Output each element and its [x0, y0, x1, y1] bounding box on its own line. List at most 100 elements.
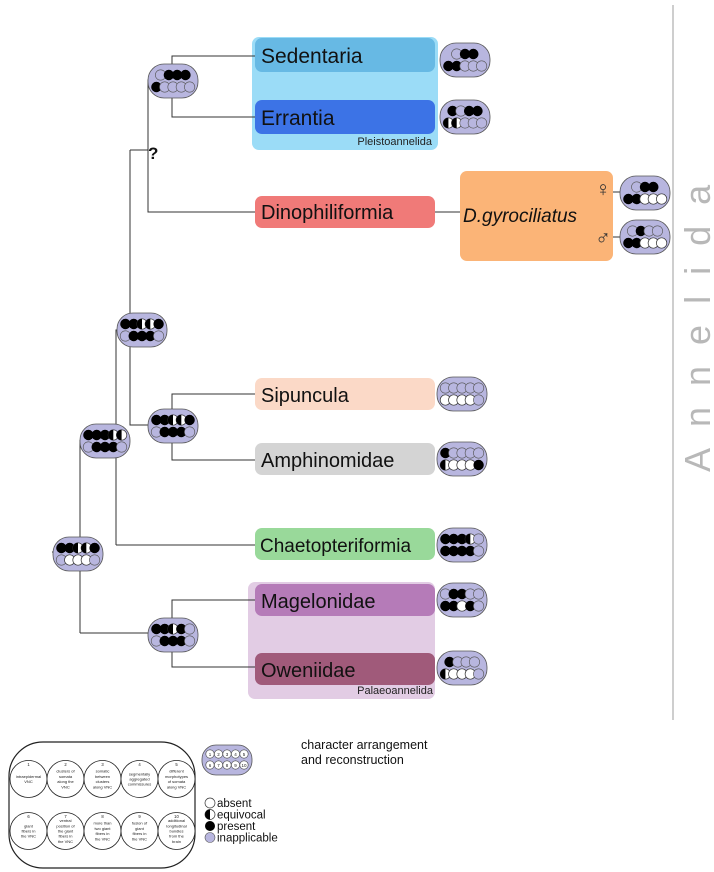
badge-node-sip-amph	[147, 408, 199, 444]
badge-male	[619, 219, 671, 255]
state-dot	[473, 447, 485, 459]
key-number: 2	[217, 752, 220, 757]
state-dot	[656, 237, 668, 249]
legend-absent: absent	[217, 798, 252, 810]
taxon-amphinomidae: Amphinomidae	[255, 443, 435, 475]
species-box	[460, 171, 613, 261]
state-dot	[476, 117, 488, 129]
state-dot	[167, 426, 179, 438]
badge-female	[619, 175, 671, 211]
state-dot	[151, 623, 162, 635]
svg-text:9: 9	[138, 814, 141, 819]
state-dot	[99, 441, 111, 453]
state-dot	[451, 117, 463, 129]
state-dot	[91, 441, 102, 453]
state-dot	[448, 600, 459, 612]
svg-text:1: 1	[27, 762, 30, 767]
state-dot	[89, 554, 101, 566]
svg-text:Sipuncula: Sipuncula	[261, 385, 350, 407]
state-dot	[136, 330, 148, 342]
badge-sipuncula	[436, 376, 488, 412]
taxon-oweniidae: Oweniidae	[255, 653, 435, 685]
state-dot	[463, 105, 475, 117]
taxon-sipuncula: Sipuncula	[255, 378, 435, 410]
state-dot	[639, 181, 651, 193]
state-dot	[145, 330, 156, 342]
state-dot	[648, 181, 659, 193]
svg-text:Magelonidae: Magelonidae	[261, 591, 376, 613]
state-dot	[443, 60, 454, 72]
state-dot	[465, 545, 476, 557]
state-dot	[180, 69, 191, 81]
state-dot	[473, 394, 485, 406]
state-dot	[623, 193, 634, 205]
badge-magelonidae	[436, 582, 488, 618]
key-number: 1	[209, 752, 212, 757]
state-dot	[56, 542, 67, 554]
legend-inapplicable: inapplicable	[217, 833, 278, 845]
svg-text:4: 4	[138, 762, 141, 767]
key-number: 9	[234, 763, 237, 768]
key-number: 5	[243, 752, 246, 757]
state-dot	[159, 414, 170, 426]
state-dot	[635, 225, 647, 237]
badge-sedentaria	[439, 42, 491, 78]
state-dot	[451, 60, 462, 72]
state-dot	[128, 318, 139, 330]
state-dot	[89, 542, 100, 554]
key-number: 4	[234, 752, 237, 757]
state-dot	[171, 69, 183, 81]
palaeoannelida-label: Palaeoannelida	[357, 685, 434, 697]
legend-dot-inapplicable	[204, 832, 216, 843]
state-dot	[153, 318, 164, 330]
legend-title-line-2: and reconstruction	[301, 753, 404, 767]
state-dot	[448, 533, 459, 545]
state-dot	[473, 533, 485, 545]
svg-text:8: 8	[101, 814, 104, 819]
key-number: 10	[241, 763, 247, 768]
state-dot	[159, 623, 170, 635]
state-dot	[91, 429, 102, 441]
legend-dot-equivocal	[204, 809, 216, 820]
badge-node-pleisto	[147, 63, 199, 99]
state-dot	[459, 48, 471, 60]
unknown-node-mark: ?	[148, 144, 158, 163]
state-dot	[184, 623, 196, 635]
state-dot	[83, 429, 94, 441]
badge-errantia	[439, 99, 491, 135]
female-symbol: ♀	[595, 178, 611, 201]
state-dot	[440, 600, 451, 612]
state-dot	[656, 193, 668, 205]
male-symbol: ♂	[595, 227, 611, 250]
state-dot	[116, 429, 128, 441]
state-dot	[440, 447, 451, 459]
state-dot	[473, 588, 485, 600]
state-dot	[175, 414, 187, 426]
state-dot	[456, 545, 468, 557]
state-dot	[151, 414, 162, 426]
state-dot	[440, 533, 451, 545]
svg-text:Errantia: Errantia	[261, 107, 335, 130]
state-dot	[107, 429, 119, 441]
state-dot	[176, 623, 187, 635]
state-dot	[623, 237, 634, 249]
taxon-errantia: Errantia	[255, 100, 435, 134]
state-dot	[64, 542, 75, 554]
state-dot	[456, 588, 468, 600]
state-dot	[136, 318, 148, 330]
state-dot	[448, 545, 459, 557]
state-dot	[448, 588, 459, 600]
svg-text:6: 6	[27, 814, 30, 819]
